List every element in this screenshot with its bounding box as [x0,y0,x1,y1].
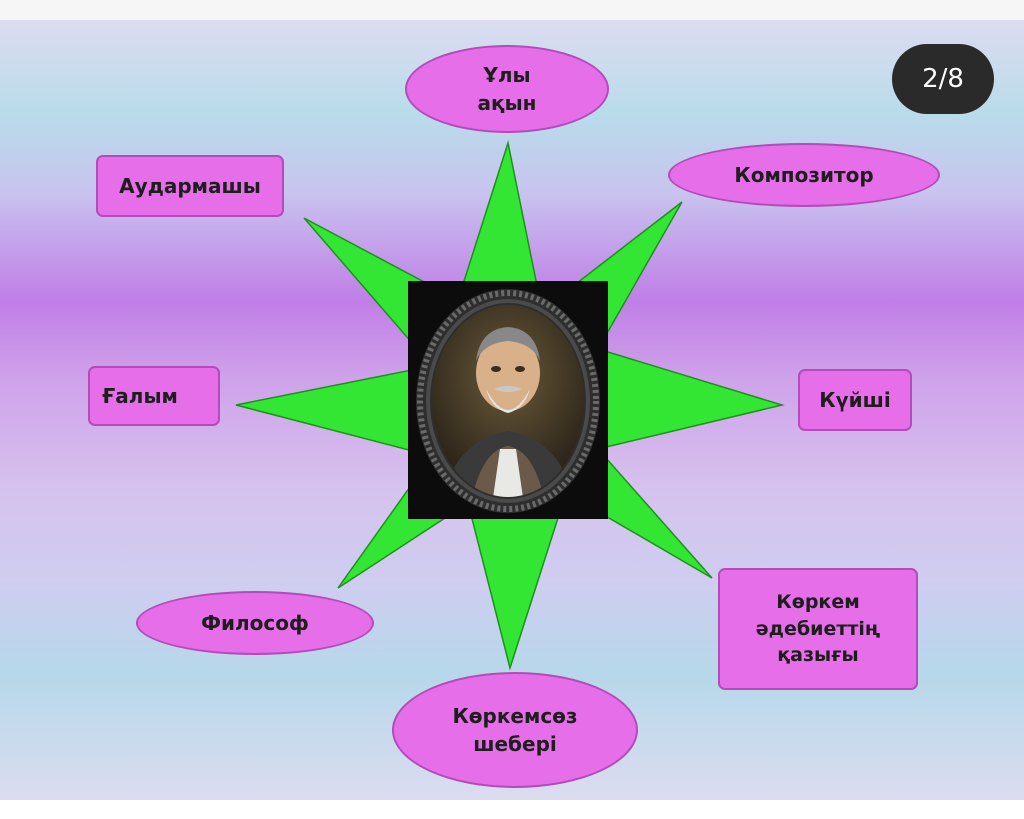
node-korkem-adebiet: Көркем әдебиеттің қазығы [718,568,918,690]
node-kompozitor: Композитор [668,143,940,207]
top-bar [0,0,1024,20]
portrait [408,281,608,519]
page-indicator: 2/8 [892,44,994,114]
node-audarmashy: Аудармашы [96,155,284,217]
node-uly-akyn: Ұлы ақын [405,45,609,133]
node-filosof: Философ [136,591,374,655]
bottom-bar [0,800,1024,819]
node-kuishi: Күйші [798,369,912,431]
node-galym: Ғалым [88,366,220,426]
node-korkemsoz: Көркемсөз шебері [392,672,638,788]
portrait-image [408,281,608,519]
